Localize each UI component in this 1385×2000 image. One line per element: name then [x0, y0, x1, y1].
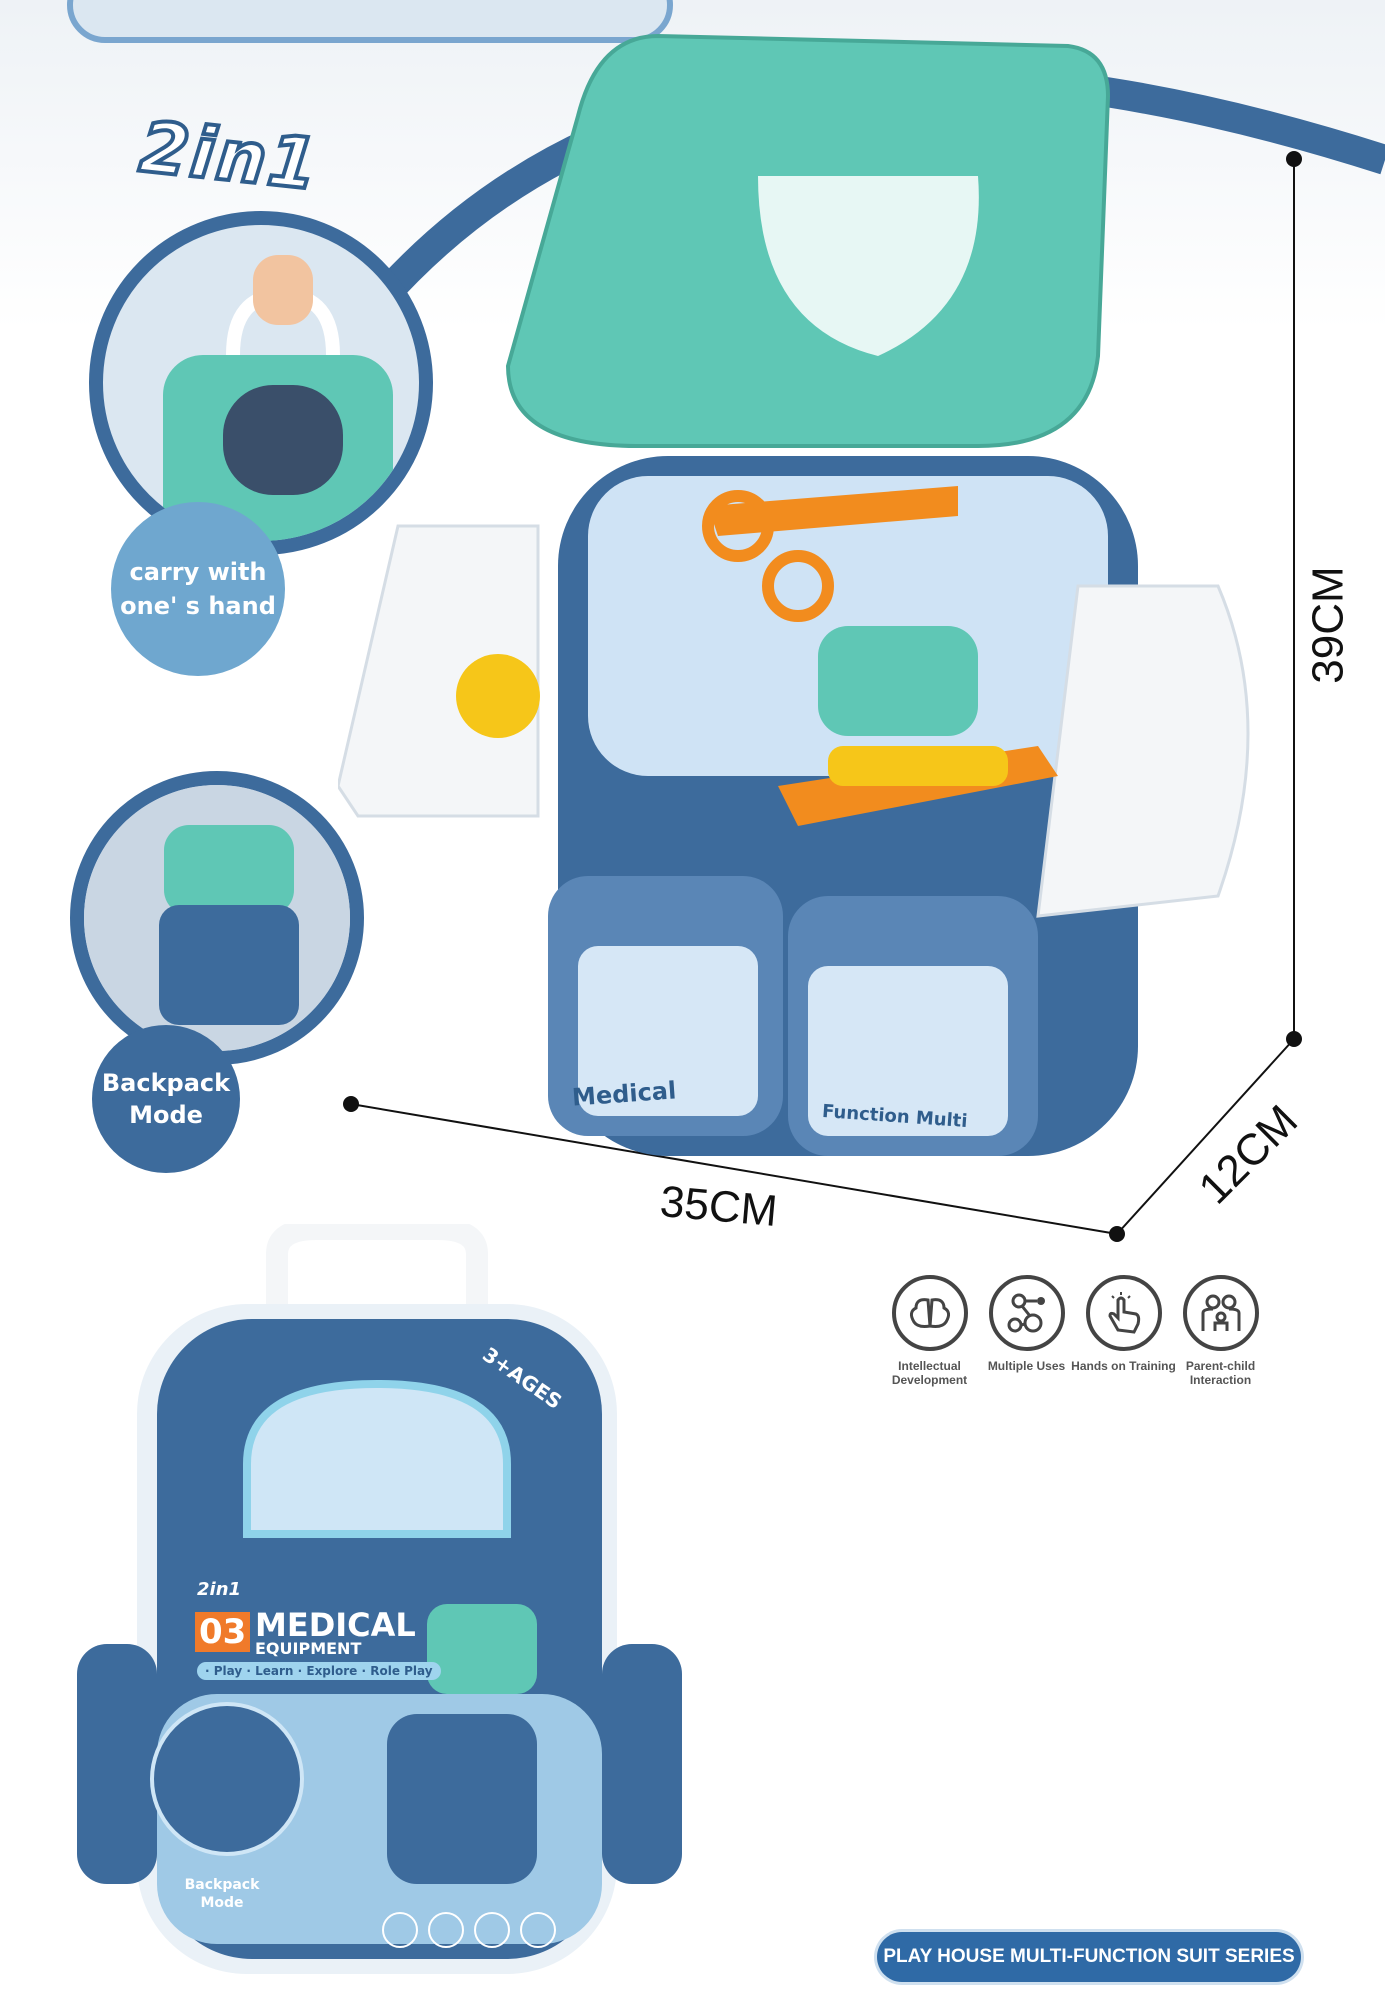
backpack-photo — [70, 771, 364, 1065]
feature-label: Multiple Uses — [987, 1359, 1066, 1373]
backpack-illustration — [84, 785, 350, 1051]
box-title2: EQUIPMENT — [255, 1639, 362, 1658]
multiple-uses-icon — [988, 1275, 1065, 1351]
box-feature-icons — [382, 1912, 556, 1948]
feature-label: Parent-child Interaction — [1185, 1359, 1256, 1387]
feature-label: Hands on Training — [1071, 1359, 1176, 1373]
box-number: 03 — [195, 1612, 251, 1652]
multiple-uses-icon — [428, 1912, 464, 1948]
height-dimension: 39CM — [1303, 566, 1353, 684]
parent-child-icon — [520, 1912, 556, 1948]
feature-parent-child: Parent-child Interaction — [1172, 1275, 1269, 1387]
series-badge: PLAY HOUSE MULTI-FUNCTION SUIT SERIES — [877, 1932, 1301, 1982]
backpack-mode-label: Backpack Mode — [92, 1025, 240, 1173]
pointing-hand-icon — [1085, 1275, 1162, 1351]
box-backpack-label: Backpack Mode — [184, 1877, 260, 1911]
package-box-shape — [77, 1224, 682, 1974]
feature-hands-on: Hands on Training — [1071, 1275, 1176, 1387]
toy-backpack-main — [338, 33, 1250, 1156]
package-box: 2in1 03 MEDICAL EQUIPMENT · Play · Learn… — [77, 1224, 682, 1984]
box-2in1: 2in1 — [197, 1579, 242, 1600]
carry-label: carry with one' s hand — [111, 502, 285, 676]
brain-icon — [382, 1912, 418, 1948]
feature-multiple-uses: Multiple Uses — [978, 1275, 1075, 1387]
brain-icon — [891, 1275, 968, 1351]
carry-backpack-illustration — [163, 255, 393, 541]
box-tagline: · Play · Learn · Explore · Role Play — [197, 1662, 441, 1680]
feature-intellectual: Intellectual Development — [881, 1275, 978, 1387]
feature-icons: Intellectual Development Multiple Uses H… — [881, 1275, 1269, 1387]
pointing-hand-icon — [474, 1912, 510, 1948]
parent-child-icon — [1182, 1275, 1259, 1351]
box-title: MEDICAL — [255, 1606, 416, 1644]
feature-label: Intellectual Development — [891, 1359, 968, 1387]
